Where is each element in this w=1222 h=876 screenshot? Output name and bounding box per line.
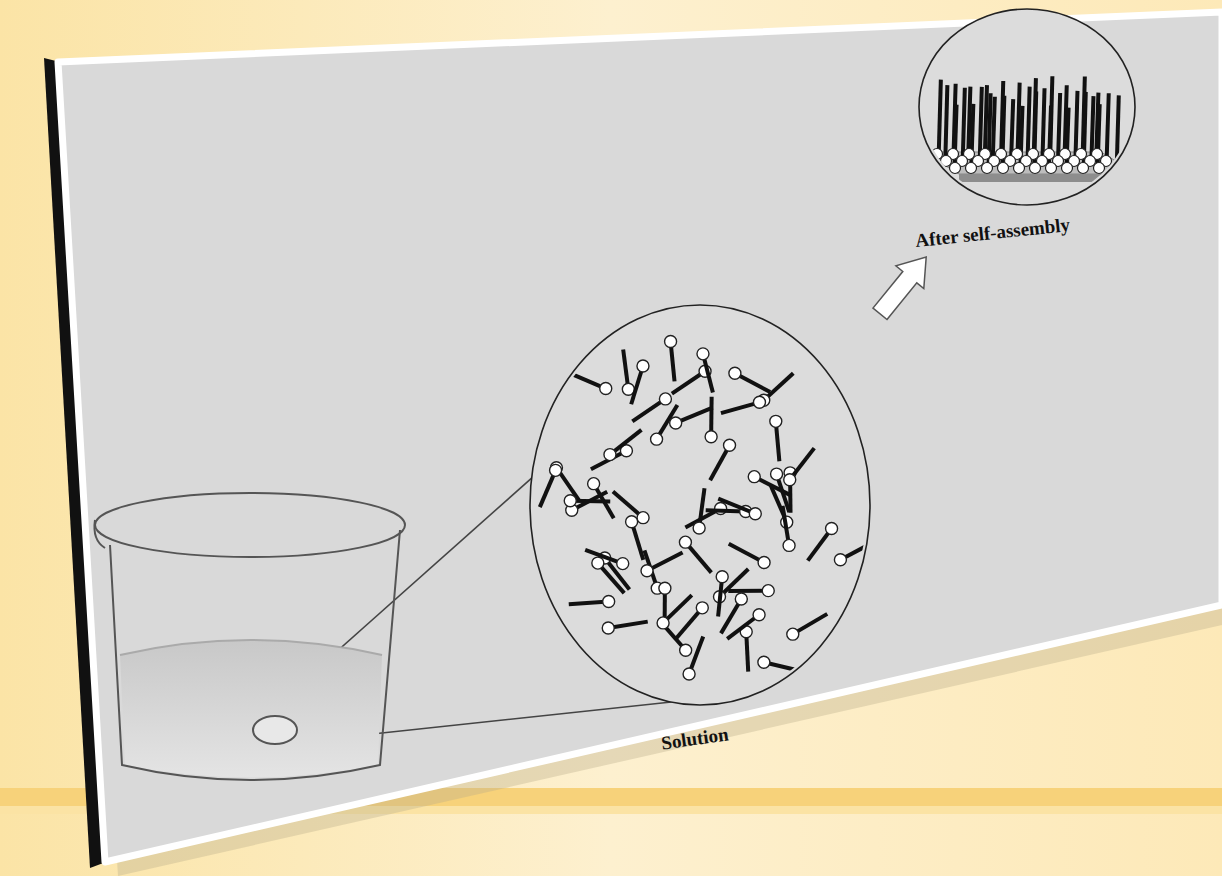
- magnified-surface-circle: After self-assembly: [905, 2, 1155, 257]
- circle-outline: [520, 300, 880, 770]
- magnified-solution-circle: Solution: [520, 300, 880, 770]
- circle-caption: Solution: [660, 723, 730, 754]
- circle-caption: After self-assembly: [915, 214, 1072, 252]
- block-arrow: [873, 257, 926, 320]
